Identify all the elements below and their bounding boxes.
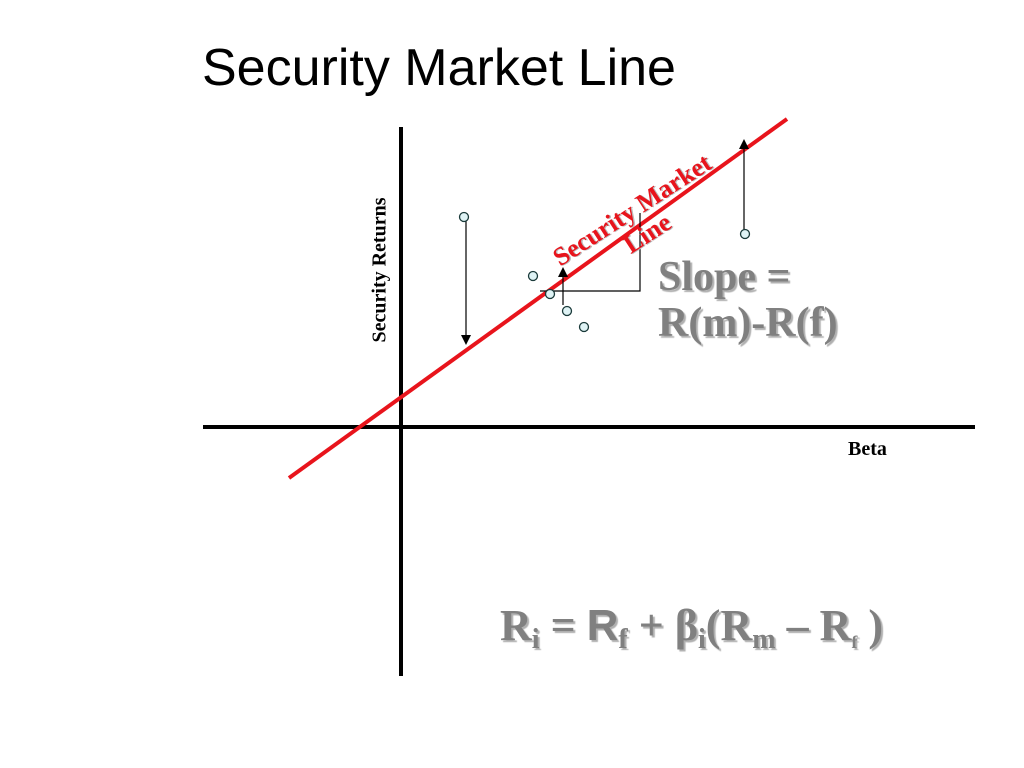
formula-r-f: R <box>586 601 619 650</box>
security-point <box>578 321 590 333</box>
formula-plus: + <box>627 601 675 650</box>
slope-text-line1: Slope = <box>658 254 791 300</box>
security-point <box>458 211 470 223</box>
formula-sub-m: m <box>752 624 776 655</box>
formula-sub-f2: f <box>851 632 858 652</box>
formula-equals: = <box>539 601 587 650</box>
formula-sub-i2: i <box>698 624 706 655</box>
slope-triangle <box>540 213 641 292</box>
capm-formula: Ri = Rf + βi(Rm – Rf ) <box>500 601 883 654</box>
security-point <box>544 288 556 300</box>
slope-text-line2: R(m)-R(f) <box>658 300 838 346</box>
formula-beta: β <box>674 601 699 650</box>
y-axis-label: Security Returns <box>368 197 391 343</box>
security-point <box>527 270 539 282</box>
security-point <box>739 228 751 240</box>
formula-open-rm: (R <box>705 601 753 650</box>
x-axis-label: Beta <box>848 438 887 460</box>
security-point <box>561 305 573 317</box>
formula-minus-rf: – R <box>775 601 852 650</box>
security-market-line <box>287 117 789 480</box>
formula-close: ) <box>857 601 883 650</box>
slope-text: Slope = R(m)-R(f) <box>658 254 838 346</box>
formula-r-i: R <box>500 601 532 650</box>
formula-sub-i: i <box>531 624 540 655</box>
page-title: Security Market Line <box>202 39 676 97</box>
formula-sub-f: f <box>618 624 628 655</box>
